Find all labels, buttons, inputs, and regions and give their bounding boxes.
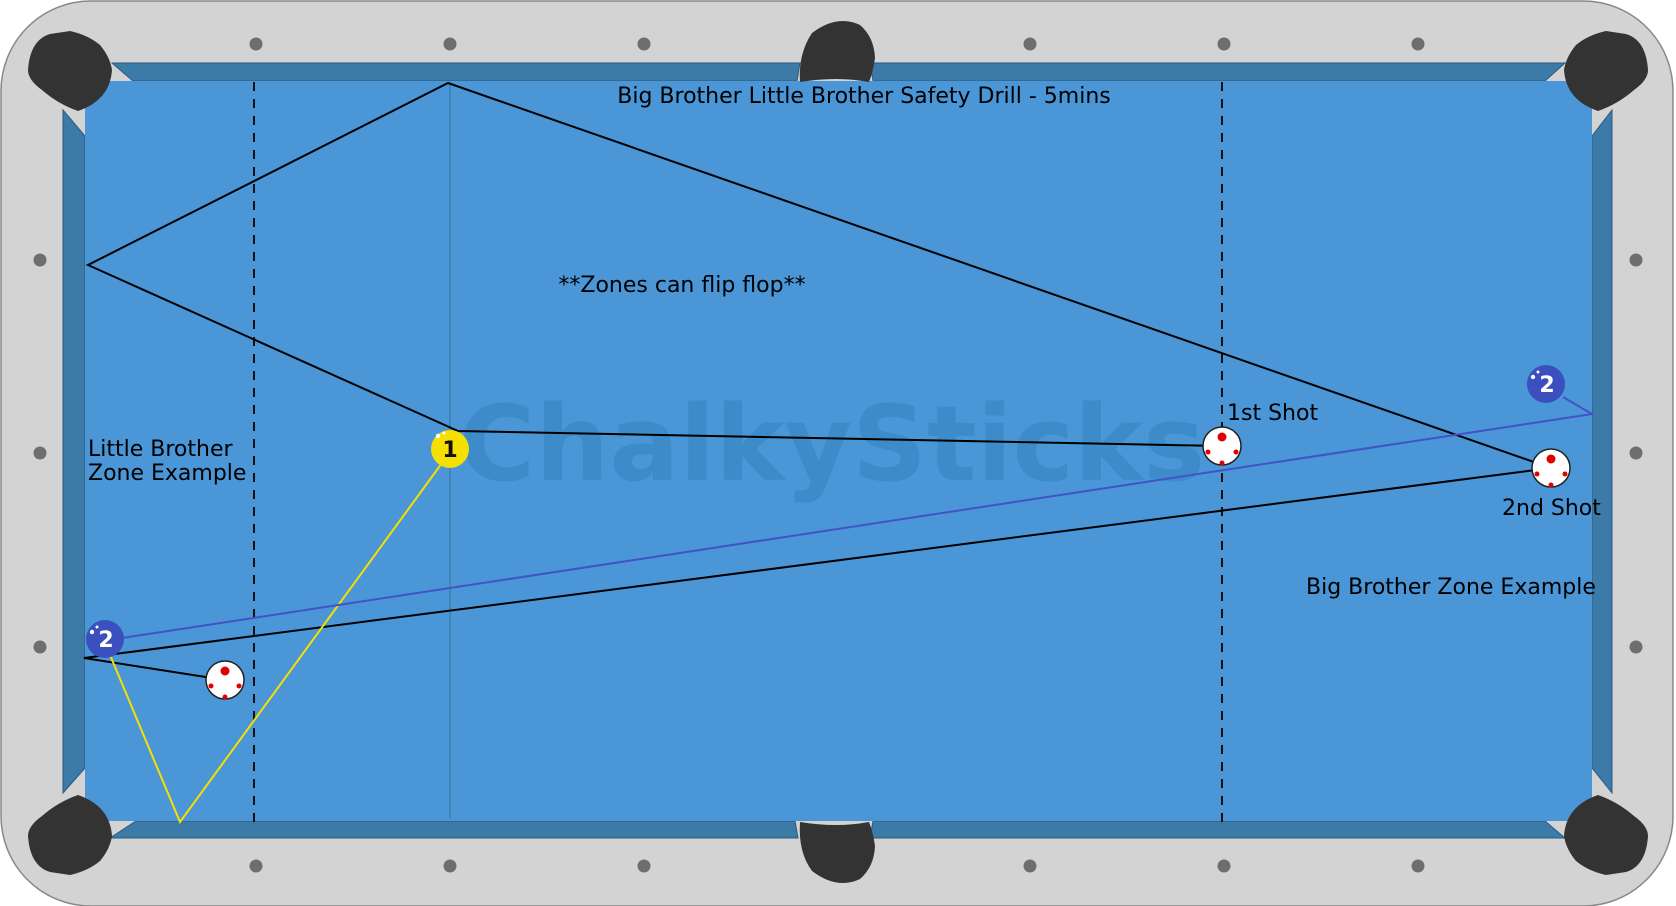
cue-ball-spot <box>1548 482 1554 488</box>
ball-highlight <box>89 629 95 635</box>
pocket-bottom-right <box>1564 795 1648 875</box>
zones-note: **Zones can flip flop** <box>558 273 805 298</box>
ball-2-left: 2 <box>86 620 124 658</box>
cue-ball-spot <box>222 694 228 700</box>
little-brother-zone-label-line2: Zone Example <box>88 461 246 486</box>
diamond <box>1217 37 1231 51</box>
bottom-left-cushion <box>108 820 799 839</box>
diamond <box>33 446 47 460</box>
object-ball-2-path <box>121 396 1595 639</box>
cue-ball-first-shot <box>1202 426 1242 466</box>
diamond <box>1629 640 1643 654</box>
table-cloth <box>85 81 1592 821</box>
diamond <box>1023 859 1037 873</box>
diagram-title: Big Brother Little Brother Safety Drill … <box>617 84 1111 109</box>
bottom-right-cushion <box>869 820 1567 839</box>
diamond <box>33 253 47 267</box>
ball-2-number: 2 <box>1539 373 1554 398</box>
first-shot-label: 1st Shot <box>1227 401 1318 426</box>
pocket-top-middle <box>799 20 875 82</box>
diamond <box>637 37 651 51</box>
diamond <box>443 37 457 51</box>
ball-highlight <box>442 431 446 435</box>
ball-2-body <box>86 620 124 658</box>
second-shot-label: 2nd Shot <box>1502 496 1601 521</box>
little-brother-zone-label-line1: Little Brother <box>88 437 233 462</box>
ball-highlight <box>1536 370 1540 374</box>
pocket-bottom-left <box>28 795 112 875</box>
first-shot-cue-path <box>85 81 1552 469</box>
cue-ball-spot <box>208 683 214 689</box>
cue-ball-spot <box>1534 471 1540 477</box>
diamond <box>443 859 457 873</box>
ball-1-body <box>431 430 469 468</box>
ball-2-number: 2 <box>98 628 113 653</box>
diamond <box>249 37 263 51</box>
cue-ball-spot <box>1219 460 1225 466</box>
ball-1-number: 1 <box>442 438 457 463</box>
pocket-bottom-middle <box>799 822 875 884</box>
diamond <box>1411 859 1425 873</box>
second-shot-cue-path <box>83 467 1552 681</box>
diamond <box>1629 446 1643 460</box>
cue-ball-spot <box>220 666 230 676</box>
ball-2-right: 2 <box>1527 365 1565 403</box>
cue-ball-spot <box>1562 471 1568 477</box>
right-cushion <box>1591 108 1613 795</box>
cue-ball-second-shot <box>1531 448 1571 488</box>
pocket-top-right <box>1564 31 1648 111</box>
diamond <box>33 640 47 654</box>
diamond <box>637 859 651 873</box>
ball-highlight <box>95 625 99 629</box>
ball-highlight <box>435 433 441 439</box>
cue-ball-little-brother <box>205 660 245 700</box>
object-ball-1-path <box>109 462 443 825</box>
diamond <box>1411 37 1425 51</box>
ball-2-body <box>1527 365 1565 403</box>
cue-ball-spot <box>1205 449 1211 455</box>
left-cushion <box>62 108 86 795</box>
big-brother-zone-label: Big Brother Zone Example <box>1306 575 1596 600</box>
ball-1: 1 <box>431 430 469 468</box>
diamond <box>1629 253 1643 267</box>
top-left-cushion <box>110 62 801 82</box>
top-right-cushion <box>869 62 1567 82</box>
diamond <box>1023 37 1037 51</box>
cue-ball-spot <box>1217 432 1227 442</box>
diamond <box>1217 859 1231 873</box>
cue-ball-spot <box>1546 454 1556 464</box>
diamond <box>249 859 263 873</box>
cue-ball-spot <box>1233 449 1239 455</box>
pocket-top-left <box>28 31 112 111</box>
rail-diamonds <box>33 37 1643 873</box>
ball-highlight <box>1530 374 1536 380</box>
cue-ball-spot <box>236 683 242 689</box>
